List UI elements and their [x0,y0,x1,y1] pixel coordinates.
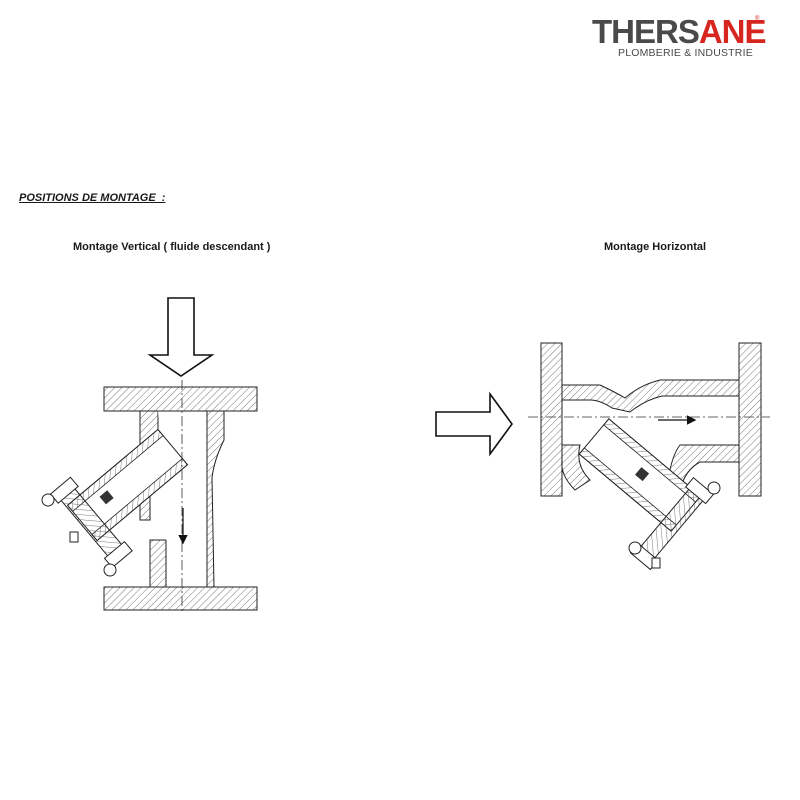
logo-text-thers: THERS [592,13,700,50]
flow-arrow-right-icon [435,391,513,457]
caption-horizontal-mounting: Montage Horizontal [604,241,707,253]
logo-text-ane: ANE [698,13,767,50]
bolt-icon [707,481,721,495]
horizontal-strainer-drawing [435,342,770,571]
bolt-icon [628,541,642,555]
bolt-icon [41,493,55,507]
drain-plug [651,557,661,569]
caption-vertical-mounting: Montage Vertical ( fluide descendant ) [73,241,271,253]
logo-wordmark: THERSANE [592,13,767,50]
section-title: POSITIONS DE MONTAGE : [19,192,166,204]
strainer-screen [99,490,114,505]
flow-arrow-down-icon [147,297,215,377]
body-lower-left [149,539,167,588]
vertical-strainer-drawing [41,297,258,612]
strainer-screen [635,467,650,482]
bottom-flange [103,586,258,611]
logo-tagline: PLOMBERIE & INDUSTRIE [618,47,753,59]
registered-mark: ® [755,16,760,22]
right-flange [738,342,762,497]
top-flange [103,386,258,412]
thersane-logo: THERSANE ® PLOMBERIE & INDUSTRIE [592,14,767,60]
left-flange [540,342,563,497]
drain-plug [69,531,79,543]
body-wall-top [561,379,740,413]
bolt-icon [103,563,117,577]
